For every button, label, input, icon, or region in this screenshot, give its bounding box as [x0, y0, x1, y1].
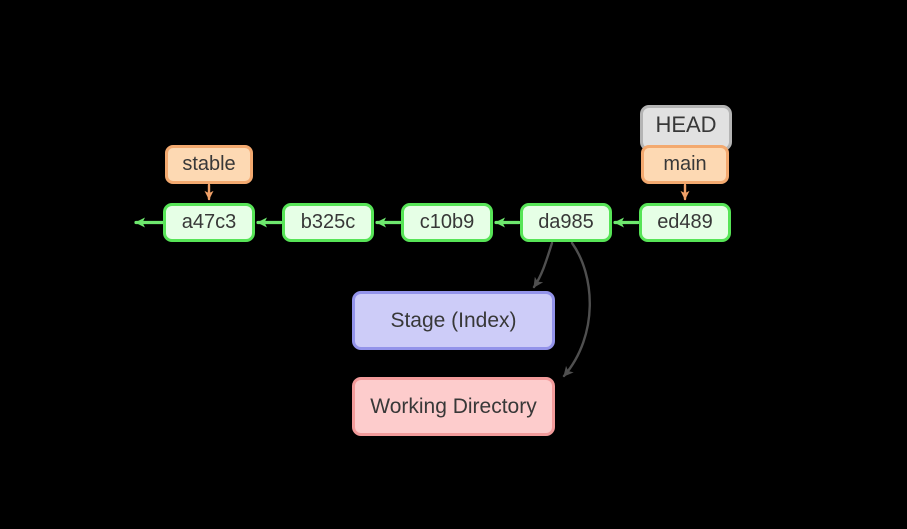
flow-arrow-da985-stage	[532, 241, 554, 289]
flow-arrow-da985-working-directory	[562, 241, 591, 378]
head-label-text: HEAD	[655, 112, 717, 137]
commit-node-da985: da985	[520, 203, 612, 242]
commit-id: ed489	[657, 211, 713, 233]
commit-id: c10b9	[419, 211, 475, 233]
branch-label-stable-text: stable	[182, 153, 236, 175]
head-label: HEAD	[640, 105, 732, 151]
commit-id: b325c	[300, 211, 356, 233]
working-directory-label: Working Directory	[370, 394, 537, 418]
branch-label-main-text: main	[663, 153, 707, 175]
commit-id: a47c3	[181, 211, 237, 233]
commit-id: da985	[538, 211, 594, 233]
commit-node-ed489: ed489	[639, 203, 731, 242]
commit-node-c10b9: c10b9	[401, 203, 493, 242]
branch-label-main: main	[641, 145, 729, 184]
stage-index-label: Stage (Index)	[390, 308, 517, 332]
stage-index-box: Stage (Index)	[352, 291, 555, 350]
branch-label-stable: stable	[165, 145, 253, 184]
commit-node-a47c3: a47c3	[163, 203, 255, 242]
working-directory-box: Working Directory	[352, 377, 555, 436]
commit-node-b325c: b325c	[282, 203, 374, 242]
